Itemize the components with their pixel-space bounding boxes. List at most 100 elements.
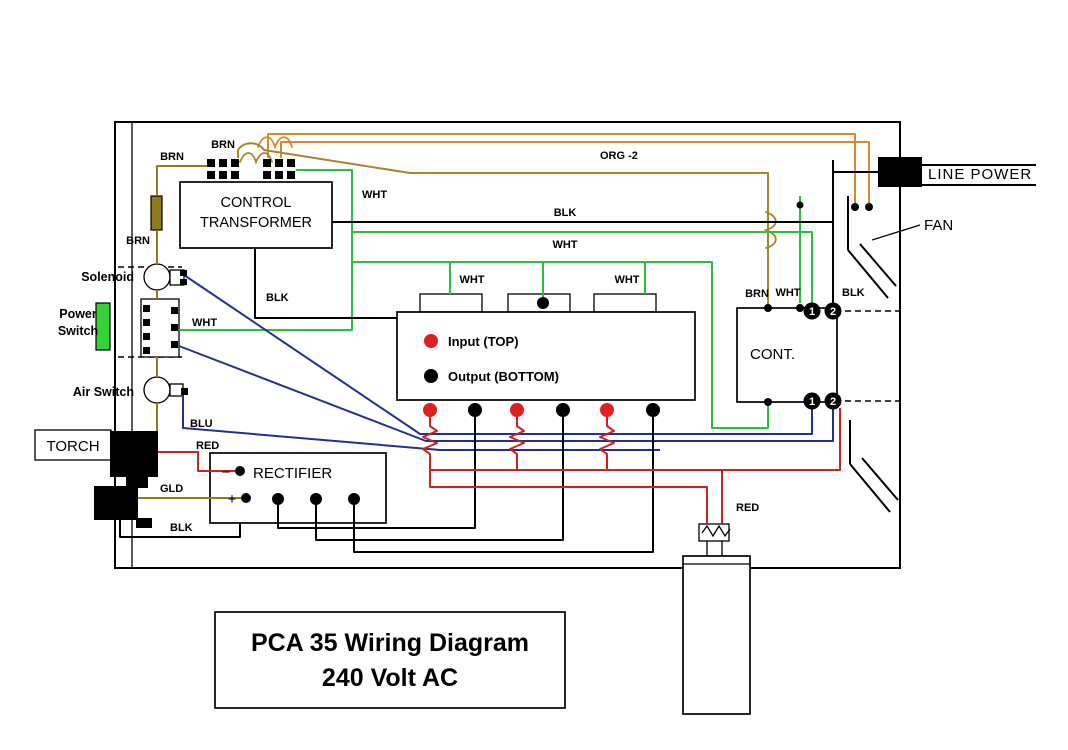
line-power-label: LINE POWER [928,166,1032,183]
terminal-pin [219,171,227,179]
wire-label-blu: BLU [190,418,213,430]
terminal-pin [219,159,227,167]
wire-twist-orange [257,136,293,150]
wire-label-org-2: ORG -2 [600,150,638,162]
wire-blue-air-switch [182,392,660,451]
wire-white-bus-to-contactor1 [352,231,813,303]
terminal-pin [231,159,239,167]
air-switch-body [143,376,171,404]
diagram-title-line1: PCA 35 Wiring Diagram [251,629,529,657]
terminal-pin [263,159,271,167]
wire-white-module-bus [352,261,769,429]
contactor-coil-terminal-bottom [764,398,772,406]
terminal-number: 2 [830,306,836,318]
legend-output-dot [424,369,438,383]
fan-white-terminal-dot [796,201,804,209]
terminal-block-a [207,159,239,179]
wire-black-torch-to-rectifier [119,520,241,538]
wire-red-input2-zigzag [509,417,525,470]
wire-red-bus-upper [430,408,841,471]
switch-pin [143,319,150,326]
rectifier-minus-terminal [235,466,245,476]
power-switch-label-line2: Switch [58,324,98,338]
switch-pin [143,347,150,354]
torch-connector-lower [94,486,138,520]
rectifier-ac-terminal-1 [272,493,284,505]
fan-terminal-dot [851,203,859,211]
wire-label-brn-block: BRN [160,151,184,163]
wire-label-blk-contactor: BLK [842,287,865,299]
wire-black-output1-to-rectifier [277,417,476,529]
terminal-number: 1 [809,396,815,408]
fan-leader-line [871,224,921,241]
module-input-terminal-3 [600,403,614,417]
power-switch-label-line1: Power [59,307,97,321]
solenoid-pin [180,279,187,285]
wire-red-torch-to-rectifier-minus [158,451,235,472]
wire-label-wht-vertical: WHT [362,189,387,201]
rectifier-ac-terminal-3 [348,493,360,505]
wire-red-bus-lower [429,470,708,524]
wire-label-wht-module-left: WHT [459,274,484,286]
wire-twist-brown-vertical [763,211,777,249]
contactor-label: CONT. [750,346,795,363]
solenoid-label: Solenoid [81,270,134,284]
transformer-label-line1: CONTROL [221,195,292,211]
wire-black-linepower-to-contactor2 [832,160,878,303]
terminal-pin [275,159,283,167]
wire-label-wht-power-switch: WHT [192,317,217,329]
torch-connector-tab [136,518,152,528]
solenoid-pin [180,270,187,276]
fan-terminal-dot [865,203,873,211]
wire-label-wht-module-right: WHT [614,274,639,286]
rectifier-minus-sign: − [222,464,231,481]
module-top-left [419,293,483,313]
module-output-terminal-3 [646,403,660,417]
wire-orange-1 [267,133,856,203]
switch-pin [143,305,150,312]
contactor-terminal-1-bottom [803,392,821,410]
contactor-box [736,307,838,403]
rectifier-label: RECTIFIER [253,465,332,482]
module-input-terminal-2 [510,403,524,417]
wire-label-wht-bus: WHT [552,239,577,251]
module-output-terminal-1 [468,403,482,417]
title-box [214,611,566,709]
terminal-pin [287,159,295,167]
wire-label-wht-contactor: WHT [775,287,800,299]
air-switch-pin [181,388,188,395]
terminal-number: 2 [830,396,836,408]
contactor-terminal-1-top [803,302,821,320]
wire-label-brn-contactor: BRN [745,288,769,300]
wire-line-power-leads [922,164,1036,186]
terminal-pin [231,171,239,179]
rectifier-ac-terminal-2 [310,493,322,505]
wire-gold-block-to-fuse [156,165,207,196]
terminal-pin [263,171,271,179]
terminal-pin [287,171,295,179]
wire-red-input3-zigzag [599,417,615,470]
rectifier-plus-terminal [241,493,251,503]
contactor-terminal-2-bottom [824,392,842,410]
module-input-terminal-1 [423,403,437,417]
wire-label-gld: GLD [160,483,183,495]
terminal-pin [207,159,215,167]
contactor-coil-terminal-top [764,304,772,312]
switch-pin [143,333,150,340]
wire-red-input1-zigzag [422,417,438,470]
wire-label-blk-bus: BLK [554,207,577,219]
control-transformer-box [179,181,333,249]
switch-pin [171,341,178,348]
fan-label: FAN [924,217,953,234]
wire-label-red-capacitor: RED [736,502,759,514]
terminal-pin [207,171,215,179]
solenoid-body [143,263,171,291]
transformer-label-line2: TRANSFORMER [200,215,312,231]
module-input-legend: Input (TOP) [448,334,519,349]
wire-label-red-torch: RED [196,440,219,452]
terminal-block-b [263,159,295,179]
contactor-terminal-2-top [824,302,842,320]
switch-pin [171,307,178,314]
